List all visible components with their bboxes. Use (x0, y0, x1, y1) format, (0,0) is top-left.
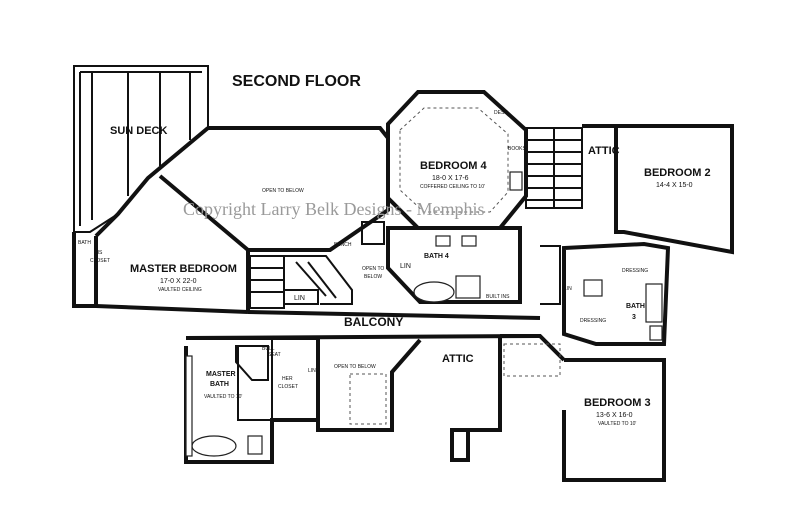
his-closet-label-2: CLOSET (90, 258, 110, 264)
bedroom2-dims: 14-4 X 15-0 (656, 182, 693, 189)
books-label: BOOKS (508, 146, 526, 152)
bedroom3-label: BEDROOM 3 (584, 397, 651, 409)
lin-label-3: LIN (564, 286, 572, 292)
dressing-bottom-label: DRESSING (580, 318, 606, 324)
master-bath-label-2: BATH (210, 381, 229, 388)
built-ins-label: BUILT INS (486, 294, 510, 300)
her-closet-label-2: CLOSET (278, 384, 298, 390)
bedroom2-walls (582, 124, 734, 255)
balcony-walls (185, 310, 541, 340)
bedroom3-note: VAULTED TO 10' (598, 421, 636, 427)
bedroom3-dims: 13-6 X 16-0 (596, 412, 633, 419)
bath-side-label: BATH (78, 240, 91, 246)
open-to-below-top: OPEN TO BELOW (262, 188, 304, 194)
open-to-below-bottom: OPEN TO BELOW (334, 364, 376, 370)
master-bedroom-label: MASTER BEDROOM (130, 263, 237, 275)
attic-mid-label: ATTIC (442, 353, 474, 365)
lin-label-1: LIN (294, 295, 305, 302)
open-to-below-mid-2: BELOW (364, 274, 382, 280)
lin-label-4: LIN (308, 368, 316, 374)
attic-top-label: ATTIC (588, 145, 620, 157)
master-bath-label-1: MASTER (206, 371, 236, 378)
bedroom4-note: COFFERED CEILING TO 10' (420, 184, 485, 190)
lin-label-2: LIN (400, 263, 411, 270)
stairs-center (249, 255, 353, 309)
bath3-label-2: 3 (632, 314, 636, 321)
sun-deck-label: SUN DECK (110, 125, 168, 137)
master-bath-fixtures (185, 345, 269, 457)
stairs-top (525, 127, 583, 209)
bedroom2-label: BEDROOM 2 (644, 167, 711, 179)
bedroom3-walls (500, 241, 671, 482)
seat-label: SEAT (268, 352, 281, 358)
master-bedroom-note: VAULTED CEILING (158, 287, 202, 293)
open-to-below-mid-1: OPEN TO (362, 266, 384, 272)
bedroom4-dims: 18-0 X 17-6 (432, 175, 469, 182)
his-closet-label-1: HIS (94, 250, 103, 256)
her-closet-label-1: HER (282, 376, 293, 382)
dressing-top-label: DRESSING (622, 268, 648, 274)
desk-label: DESK (494, 110, 508, 116)
copyright-watermark: Copyright Larry Belk Designs - Memphis (183, 199, 484, 219)
balcony-label: BALCONY (344, 315, 403, 329)
bedroom4-label: BEDROOM 4 (420, 160, 488, 172)
attic-mid-walls (316, 336, 502, 462)
master-wing-walls (72, 126, 390, 464)
bull-label: BULL (262, 346, 275, 352)
bench-label: BENCH (334, 242, 352, 248)
master-bath-note: VAULTED TO 10' (204, 394, 242, 400)
bath3-label-1: BATH (626, 303, 645, 310)
bath4-label: BATH 4 (424, 253, 449, 260)
bath4-walls (361, 221, 522, 304)
master-bedroom-dims: 17-0 X 22-0 (160, 278, 197, 285)
plan-title: SECOND FLOOR (232, 73, 361, 90)
